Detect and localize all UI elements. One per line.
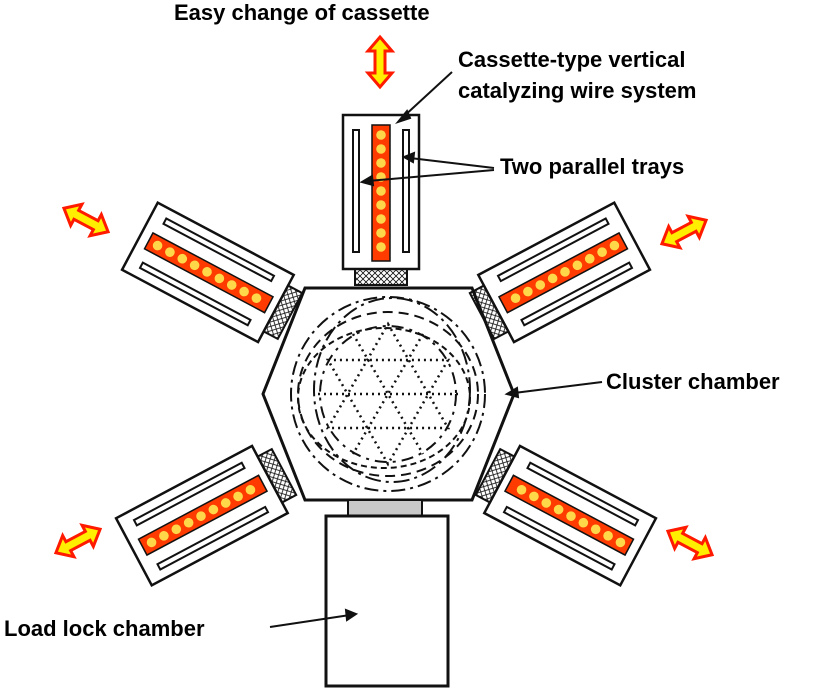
load-lock-gate xyxy=(347,499,423,517)
cassette-change-arrow-lower-left xyxy=(48,517,108,565)
label-parallel-trays: Two parallel trays xyxy=(500,154,684,179)
cassette-module-top xyxy=(341,113,421,287)
cassette-module-upper-right xyxy=(462,201,652,351)
label-cluster-chamber: Cluster chamber xyxy=(606,369,780,394)
cassette-change-arrow-upper-left xyxy=(56,196,116,244)
label-cassette-line1: Cassette-type vertical xyxy=(458,47,685,72)
leader-lines xyxy=(269,71,603,628)
label-cassette-line2: catalyzing wire system xyxy=(458,78,696,103)
cassette-module-upper-left xyxy=(120,201,310,351)
cassette-change-arrow-lower-right xyxy=(660,519,720,567)
label-easy-change: Easy change of cassette xyxy=(174,0,430,25)
cassette-change-arrow-top xyxy=(366,35,394,89)
load-lock-chamber xyxy=(324,514,450,688)
cassette-change-arrow-upper-right xyxy=(654,208,714,256)
cassette-module-lower-left xyxy=(114,437,304,587)
cassette-module-lower-right xyxy=(468,437,658,587)
label-load-lock: Load lock chamber xyxy=(4,616,205,641)
cluster-chamber xyxy=(261,286,516,502)
